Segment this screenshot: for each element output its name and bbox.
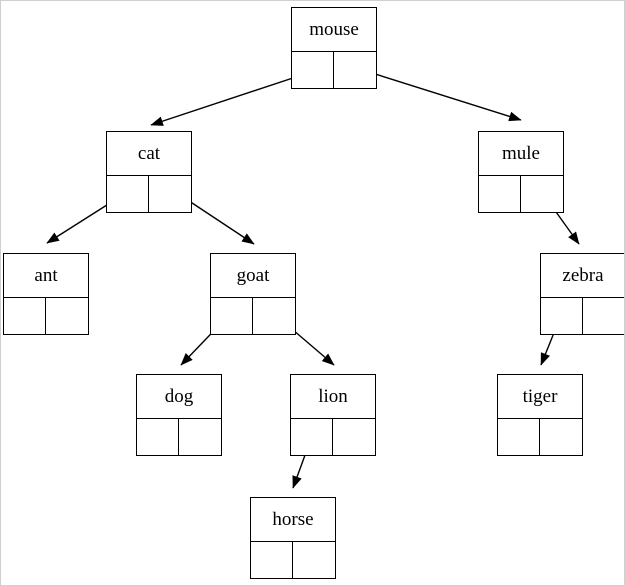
tree-node-dog: dog <box>136 374 222 456</box>
tree-node-ant: ant <box>3 253 89 335</box>
node-label-horse: horse <box>251 498 335 542</box>
right-pointer-cell-cat <box>149 176 191 212</box>
node-pointers-lion <box>291 419 375 455</box>
right-pointer-cell-horse <box>293 542 335 578</box>
node-label-goat: goat <box>211 254 295 298</box>
node-label-dog: dog <box>137 375 221 419</box>
tree-node-mule: mule <box>478 131 564 213</box>
node-pointers-cat <box>107 176 191 212</box>
node-pointers-goat <box>211 298 295 334</box>
node-pointers-tiger <box>498 419 582 455</box>
node-pointers-horse <box>251 542 335 578</box>
left-pointer-cell-tiger <box>498 419 540 455</box>
right-pointer-cell-ant <box>46 298 88 334</box>
left-pointer-cell-zebra <box>541 298 583 334</box>
edge-mouse-cat <box>150 70 315 126</box>
tree-node-zebra: zebra <box>540 253 624 335</box>
node-pointers-mule <box>479 176 563 212</box>
node-label-ant: ant <box>4 254 88 298</box>
node-pointers-dog <box>137 419 221 455</box>
node-pointers-mouse <box>292 52 376 88</box>
node-label-tiger: tiger <box>498 375 582 419</box>
tree-node-lion: lion <box>290 374 376 456</box>
left-pointer-cell-mule <box>479 176 521 212</box>
right-pointer-cell-dog <box>179 419 221 455</box>
left-pointer-cell-lion <box>291 419 333 455</box>
left-pointer-cell-mouse <box>292 52 334 88</box>
tree-node-cat: cat <box>106 131 192 213</box>
right-pointer-cell-mouse <box>334 52 376 88</box>
right-pointer-cell-zebra <box>583 298 624 334</box>
left-pointer-cell-goat <box>211 298 253 334</box>
left-pointer-cell-dog <box>137 419 179 455</box>
right-pointer-cell-mule <box>521 176 563 212</box>
tree-node-tiger: tiger <box>497 374 583 456</box>
left-pointer-cell-cat <box>107 176 149 212</box>
node-pointers-zebra <box>541 298 624 334</box>
edge-mouse-mule <box>352 66 522 122</box>
tree-node-mouse: mouse <box>291 7 377 89</box>
node-label-cat: cat <box>107 132 191 176</box>
right-pointer-cell-lion <box>333 419 375 455</box>
node-label-lion: lion <box>291 375 375 419</box>
node-label-mouse: mouse <box>292 8 376 52</box>
node-label-mule: mule <box>479 132 563 176</box>
node-label-zebra: zebra <box>541 254 624 298</box>
left-pointer-cell-ant <box>4 298 46 334</box>
tree-node-goat: goat <box>210 253 296 335</box>
tree-node-horse: horse <box>250 497 336 579</box>
right-pointer-cell-goat <box>253 298 295 334</box>
left-pointer-cell-horse <box>251 542 293 578</box>
node-pointers-ant <box>4 298 88 334</box>
right-pointer-cell-tiger <box>540 419 582 455</box>
